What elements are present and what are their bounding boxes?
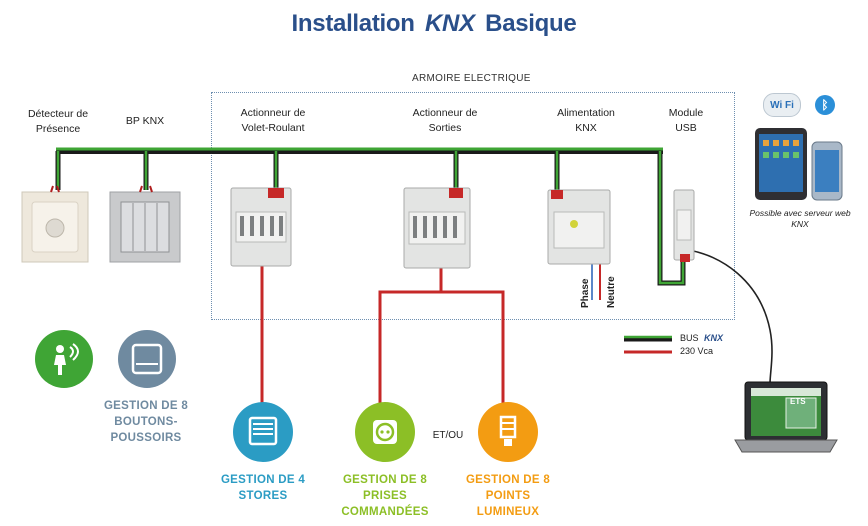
socket-icon xyxy=(355,402,415,462)
neutre-label: Neutre xyxy=(606,276,617,308)
usb-module-device xyxy=(673,189,695,262)
bulb-icon xyxy=(478,402,538,462)
power-wiring xyxy=(260,265,505,404)
tablet-note: Possible avec serveur web KNX xyxy=(749,208,851,229)
knx-logo-text: KNX xyxy=(425,10,475,37)
laptop-device xyxy=(734,381,838,453)
pushbutton-icon xyxy=(118,330,176,388)
knx-logo: KNX xyxy=(425,10,475,38)
bp-knx-device xyxy=(109,185,181,263)
wifi-label: Wi Fi xyxy=(770,99,794,111)
caption-prises: GESTION DE 8 PRISES COMMANDÉES xyxy=(341,474,429,518)
caption-points: GESTION DE 8 POINTS LUMINEUX xyxy=(465,474,551,518)
diagram-title: Installation KNX Basique xyxy=(0,10,868,38)
outputs-actuator-device xyxy=(403,187,471,269)
shutter-icon xyxy=(233,402,293,462)
legend-knx-logo: KNX xyxy=(704,333,724,343)
knx-bus-line xyxy=(55,147,686,286)
label-bp-knx: BP KNX xyxy=(125,115,165,127)
presence-icon xyxy=(35,330,93,388)
title-suffix: Basique xyxy=(485,10,577,37)
wifi-icon: Wi Fi xyxy=(763,93,801,117)
label-alimentation: Alimentation KNX xyxy=(557,107,615,134)
phase-neutre-wires xyxy=(591,262,601,300)
label-actionneur-volet: Actionneur de Volet-Roulant xyxy=(240,107,306,134)
label-actionneur-sorties: Actionneur de Sorties xyxy=(412,107,478,134)
phone-device xyxy=(811,141,843,201)
bluetooth-icon: ᛒ xyxy=(815,95,835,115)
laptop-screen-text: ETS xyxy=(790,397,806,406)
electrical-cabinet xyxy=(211,92,735,320)
label-module-usb: Module USB xyxy=(668,107,704,134)
caption-boutons: GESTION DE 8 BOUTONS-POUSSOIRS xyxy=(103,400,189,444)
presence-detector-device xyxy=(21,185,89,263)
usb-cable xyxy=(687,249,773,393)
label-detector: Détecteur de Présence xyxy=(27,108,89,135)
legend-bus-label: BUS xyxy=(680,333,699,343)
power-supply-device xyxy=(547,189,611,265)
phase-label: Phase xyxy=(580,278,591,308)
caption-stores: GESTION DE 4 STORES xyxy=(220,474,306,502)
title-prefix: Installation xyxy=(291,10,415,37)
et-ou-label: ET/OU xyxy=(432,430,464,441)
legend-bus-text: BUS KNX xyxy=(680,333,723,343)
shutter-actuator-device xyxy=(230,187,292,267)
legend-power-text: 230 Vca xyxy=(680,346,714,356)
legend-bus-line xyxy=(624,335,672,342)
ipad-device xyxy=(755,128,807,200)
cabinet-label: ARMOIRE ELECTRIQUE xyxy=(412,73,531,84)
